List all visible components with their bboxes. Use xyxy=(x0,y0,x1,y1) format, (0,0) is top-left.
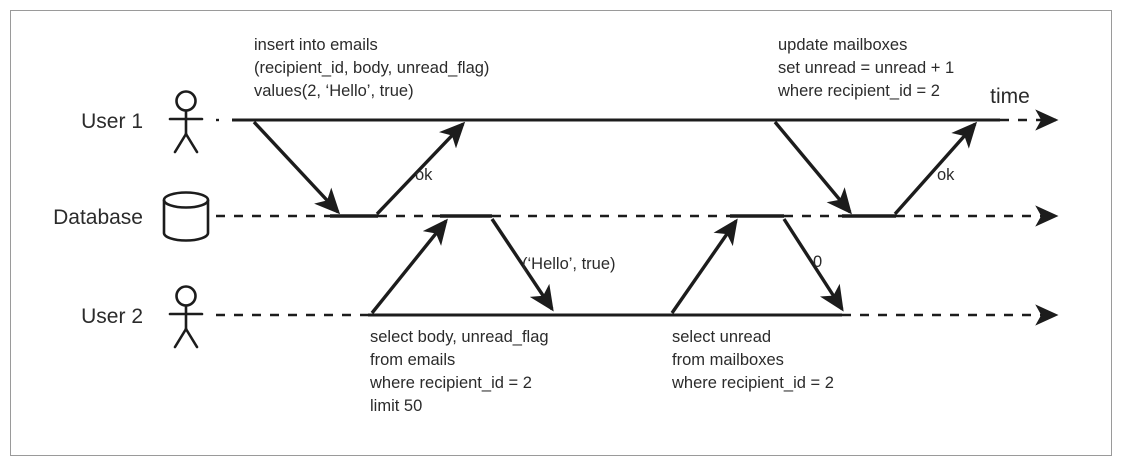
actor-label-database: Database xyxy=(53,206,143,229)
svg-text:update mailboxes: update mailboxes xyxy=(778,36,907,54)
message-label-insert-response: ok xyxy=(415,166,433,184)
svg-text:limit 50: limit 50 xyxy=(370,397,422,415)
actor-label-user2: User 2 xyxy=(81,305,143,328)
svg-text:select body, unread_flag: select body, unread_flag xyxy=(370,328,549,346)
annotation-insert-statement: insert into emails (recipient_id, body, … xyxy=(254,36,489,100)
message-update-response xyxy=(893,121,978,216)
message-insert-response xyxy=(375,121,466,216)
svg-text:where recipient_id = 2: where recipient_id = 2 xyxy=(671,374,834,392)
annotation-select-emails-statement: select body, unread_flag from emails whe… xyxy=(369,328,549,415)
database-cylinder-icon xyxy=(162,191,210,242)
message-select-emails-request xyxy=(370,218,448,315)
actor-label-user1: User 1 xyxy=(81,110,143,133)
svg-text:insert into emails: insert into emails xyxy=(254,36,378,54)
message-label-select-emails-response: (‘Hello’, true) xyxy=(522,255,616,273)
time-axis-label: time xyxy=(990,85,1030,108)
svg-text:where recipient_id = 2: where recipient_id = 2 xyxy=(369,374,532,392)
svg-text:where recipient_id = 2: where recipient_id = 2 xyxy=(777,82,940,100)
stick-figure-icon-user2 xyxy=(168,285,204,349)
message-update-request xyxy=(773,120,852,215)
message-insert-request xyxy=(252,120,341,215)
svg-text:select unread: select unread xyxy=(672,328,771,346)
svg-text:(recipient_id, body, unread_fl: (recipient_id, body, unread_flag) xyxy=(254,59,489,77)
message-label-update-response: ok xyxy=(937,166,955,184)
message-select-mailboxes-response xyxy=(782,218,844,312)
svg-text:values(2, ‘Hello’, true): values(2, ‘Hello’, true) xyxy=(254,82,414,100)
stick-figure-icon-user1 xyxy=(168,90,204,154)
message-select-mailboxes-request xyxy=(670,218,738,314)
message-select-emails-response xyxy=(490,218,554,312)
annotation-update-statement: update mailboxes set unread = unread + 1… xyxy=(777,36,954,100)
svg-text:from emails: from emails xyxy=(370,351,455,369)
svg-text:from mailboxes: from mailboxes xyxy=(672,351,784,369)
diagram-frame xyxy=(10,10,1112,456)
message-label-select-mailboxes-response: 0 xyxy=(813,253,822,271)
svg-text:set unread = unread + 1: set unread = unread + 1 xyxy=(778,59,954,77)
annotation-select-mailboxes-statement: select unread from mailboxes where recip… xyxy=(671,328,834,392)
